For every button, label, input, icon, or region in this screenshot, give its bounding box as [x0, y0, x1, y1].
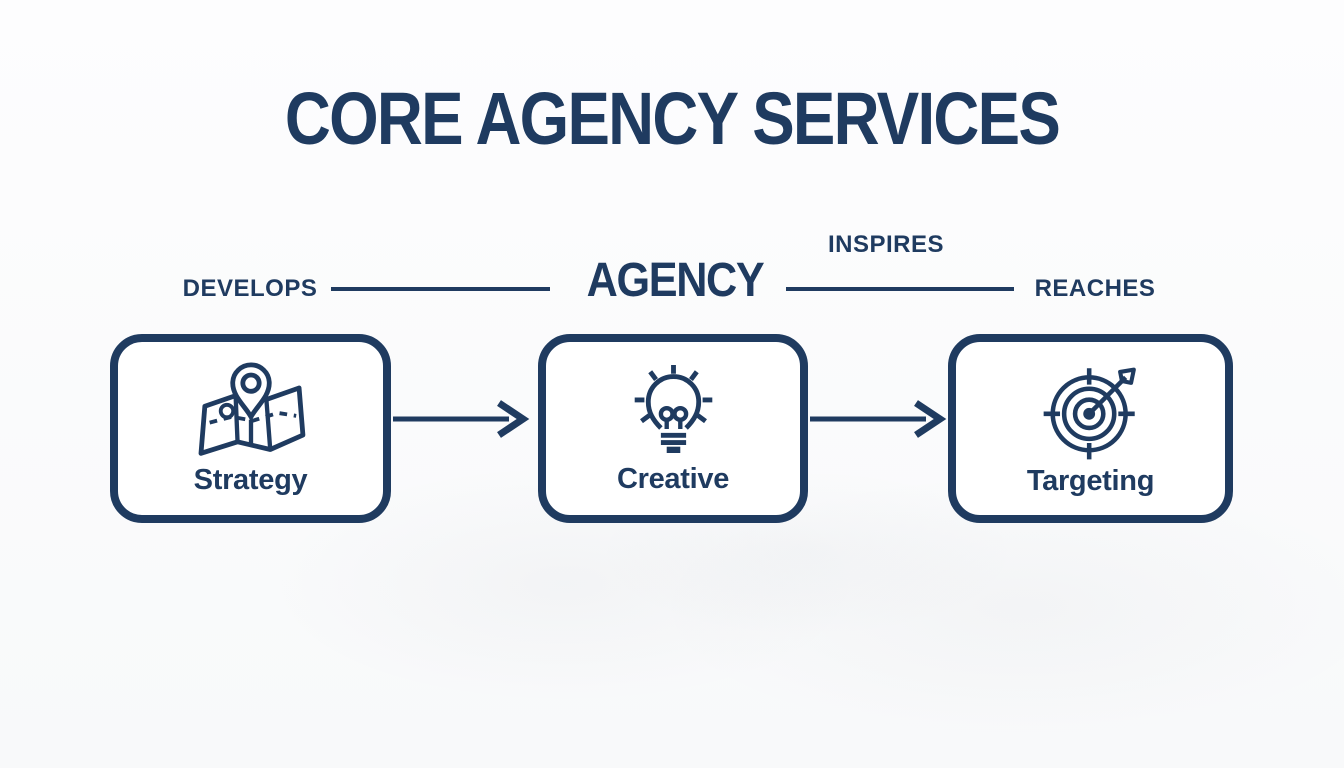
- service-label: Strategy: [193, 464, 308, 496]
- service-box-strategy: Strategy: [110, 334, 391, 523]
- service-box-creative: Creative: [538, 334, 808, 523]
- arrow-right-icon: [393, 400, 530, 438]
- page-title: CORE AGENCY SERVICES: [284, 77, 1061, 160]
- service-label: Targeting: [1026, 465, 1155, 497]
- target-icon: [1040, 361, 1142, 463]
- lightbulb-icon: [625, 364, 722, 461]
- service-label: Creative: [616, 462, 730, 495]
- relation-label-inspires: INSPIRES: [827, 231, 945, 258]
- connector-line: [331, 287, 550, 291]
- relation-label-develops: DEVELOPS: [182, 275, 318, 302]
- connector-line: [786, 287, 1014, 291]
- agency-label: AGENCY: [586, 254, 765, 307]
- arrow-right-icon: [810, 400, 947, 438]
- map-pin-icon: [193, 362, 309, 462]
- relation-label-reaches: REACHES: [1034, 275, 1156, 302]
- service-box-targeting: Targeting: [948, 334, 1233, 523]
